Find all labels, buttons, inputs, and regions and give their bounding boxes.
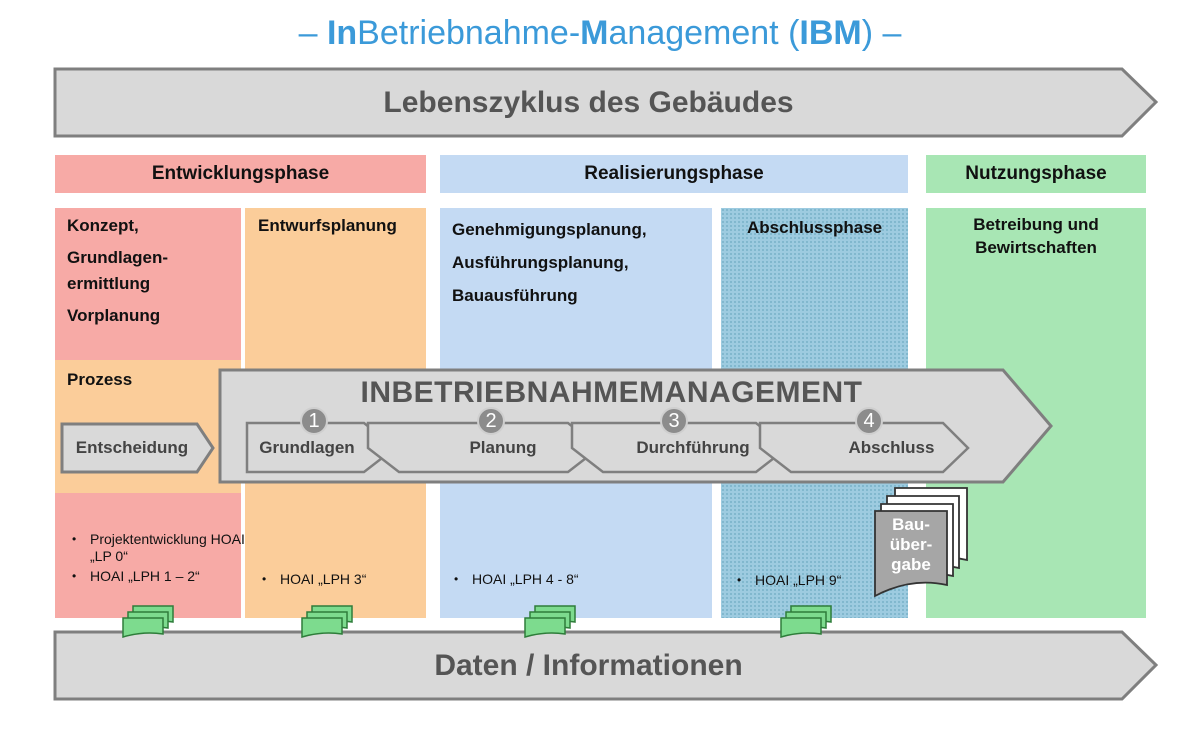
title-segment: anagement (: [608, 14, 800, 52]
phase-nutzung: Nutzungsphase: [926, 155, 1146, 193]
title-segment: ) –: [861, 14, 902, 52]
bullet-item: HOAI „LPH 1 – 2“: [72, 568, 260, 585]
step-arrow-3: [570, 421, 790, 474]
step-circle-1: [300, 407, 328, 435]
page-title: – InBetriebnahme-Management (IBM) –: [0, 14, 1200, 53]
column-entwurf-text: Entwurfsplanung: [258, 216, 397, 235]
decision-arrow: [60, 422, 215, 474]
step-circle-3: [660, 407, 688, 435]
title-segment: In: [326, 14, 358, 52]
handover-label: Bau- über- gabe: [889, 515, 933, 574]
bullet-item: HOAI „LPH 3“: [262, 571, 445, 588]
decision-label: Entscheidung: [75, 438, 189, 457]
data-label: Daten / Informationen: [434, 648, 743, 682]
lifecycle-arrow: [53, 67, 1159, 138]
bullet-item: Projektentwicklung HOAI „LP 0“: [72, 531, 260, 565]
column-abschluss-text: Abschlussphase: [747, 218, 883, 237]
phase-entwicklung: Entwicklungsphase: [55, 155, 426, 193]
bullets-col1: Projektentwicklung HOAI „LP 0“ HOAI „LPH…: [68, 531, 260, 588]
title-segment: Betriebnahme-: [357, 14, 581, 52]
bullet-item: HOAI „LPH 9“: [737, 572, 925, 589]
lifecycle-label: Lebenszyklus des Gebäudes: [383, 85, 794, 119]
step-arrow-2: [366, 421, 602, 474]
bullets-col2: HOAI „LPH 3“: [258, 571, 445, 591]
data-document-icon-2: [301, 605, 353, 639]
title-dash: –: [298, 14, 327, 52]
process-label: Prozess: [67, 370, 133, 389]
bullets-col4: HOAI „LPH 9“: [733, 572, 925, 592]
handover-document-icon: [874, 487, 968, 598]
bullet-item: HOAI „LPH 4 - 8“: [454, 571, 722, 588]
step-arrow-1: [245, 421, 398, 474]
data-document-icon-4: [780, 605, 832, 639]
step-label-2: Planung: [469, 438, 537, 457]
step-number-2: 2: [485, 410, 497, 432]
step-circle-4: [855, 407, 883, 435]
column-nutzung-text: Betreibung und Bewirtschaften: [973, 215, 1099, 257]
step-number-1: 1: [308, 410, 320, 432]
step-label-4: Abschluss: [848, 438, 935, 457]
column-realisierung-text: Genehmigungsplanung, Ausführungsplanung,…: [452, 220, 647, 305]
step-circle-2: [477, 407, 505, 435]
step-arrow-4: [758, 421, 970, 474]
title-segment: IBM: [799, 14, 862, 52]
data-document-icon-1: [122, 605, 174, 639]
data-document-icon-3: [524, 605, 576, 639]
title-segment: M: [580, 14, 609, 52]
step-label-3: Durchführung: [636, 438, 750, 457]
step-number-4: 4: [863, 410, 875, 432]
bullets-col3: HOAI „LPH 4 - 8“: [450, 571, 722, 591]
phase-realisierung: Realisierungsphase: [440, 155, 908, 193]
column-konzept-text: Konzept, Grundlagen- ermittlung Vorplanu…: [67, 216, 169, 325]
step-label-1: Grundlagen: [259, 438, 355, 457]
step-number-3: 3: [668, 410, 680, 432]
ibm-title: INBETRIEBNAHMEMANAGEMENT: [360, 376, 863, 409]
data-arrow: [53, 630, 1159, 701]
